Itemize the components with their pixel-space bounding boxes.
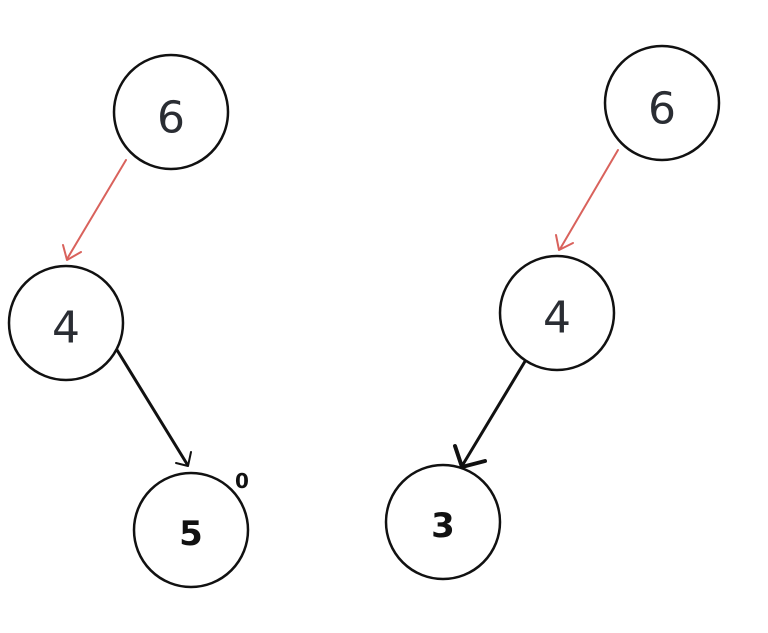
- left-node-5-label: 5: [179, 514, 203, 554]
- right-node-4-label: 4: [543, 293, 571, 344]
- left-node-4-label: 4: [52, 303, 80, 354]
- right-node-3: 3: [384, 463, 502, 581]
- left-node-6: 6: [112, 53, 230, 171]
- right-edge-6-to-4: [559, 149, 619, 250]
- right-node-6: 6: [603, 44, 721, 162]
- right-edge-4-to-3: [460, 356, 529, 468]
- left-edge-4-to-5-arrowhead: [175, 451, 192, 467]
- left-edge-6-to-4: [66, 159, 127, 260]
- left-edge-4-to-5: [115, 348, 189, 466]
- left-node-5-annotation: 0: [235, 469, 249, 493]
- right-node-6-label: 6: [648, 84, 676, 135]
- right-edge-6-to-4-arrowhead: [555, 234, 574, 251]
- left-node-5: 5: [132, 471, 250, 589]
- right-edge-4-to-3-arrowhead: [453, 444, 487, 469]
- left-node-4: 4: [7, 264, 125, 382]
- left-node-6-label: 6: [157, 93, 185, 144]
- right-node-3-label: 3: [431, 506, 455, 546]
- left-edge-6-to-4-arrowhead: [62, 244, 82, 261]
- left-tree-edges: [62, 159, 192, 467]
- right-node-4: 4: [498, 254, 616, 372]
